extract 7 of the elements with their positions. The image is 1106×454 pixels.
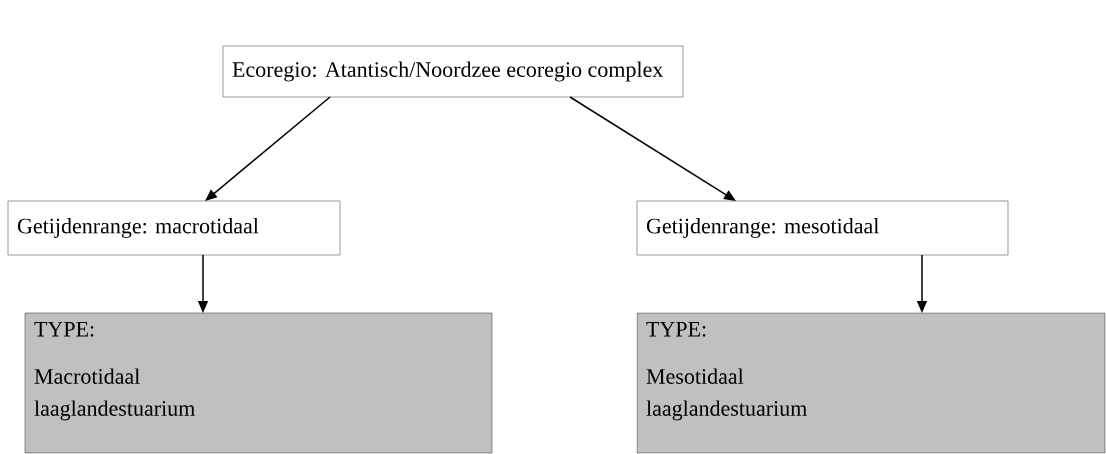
process-box: Getijdenrange: macrotidaal <box>7 200 341 256</box>
type-box: TYPE: Macrotidaal laaglandestuarium <box>24 312 493 454</box>
arrow <box>205 96 331 201</box>
type-box: TYPE: Mesotidaal laaglandestuarium <box>636 312 1106 454</box>
arrow <box>569 96 736 201</box>
process-box: Getijdenrange: mesotidaal <box>636 200 1009 256</box>
process-box: Ecoregio: Atantisch/Noordzee ecoregio complex <box>222 45 684 98</box>
